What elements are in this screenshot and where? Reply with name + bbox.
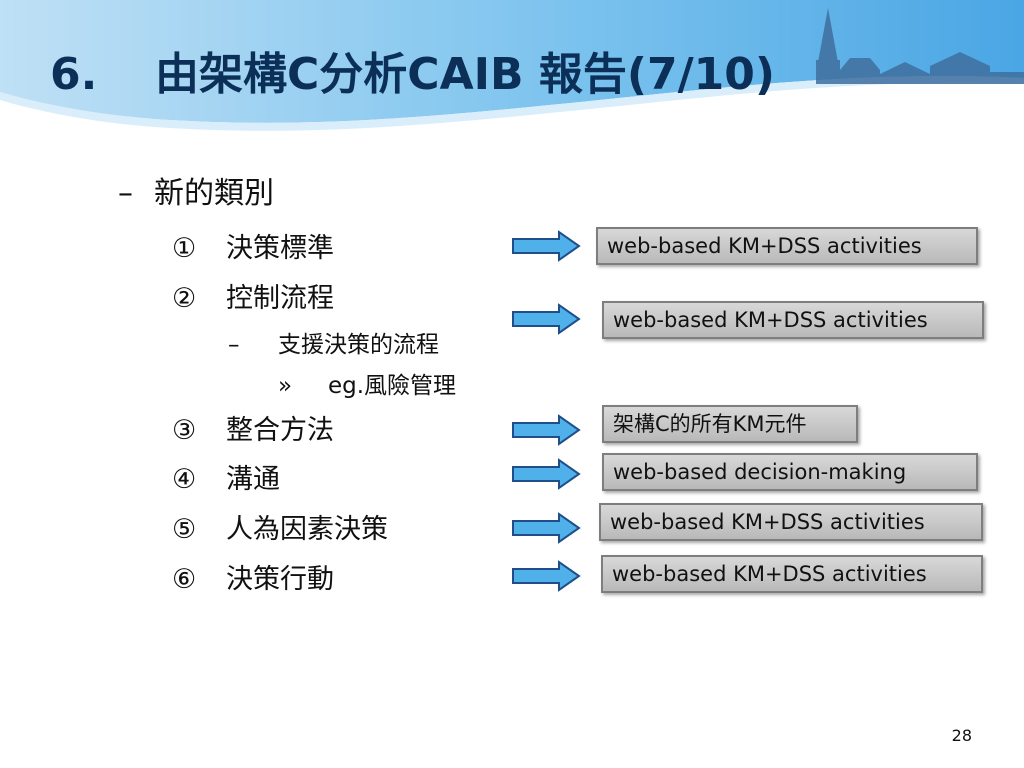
list-item: ⑤ 人為因素決策 xyxy=(172,507,388,546)
list-item: ② 控制流程 xyxy=(172,276,334,315)
section-heading: –新的類別 xyxy=(118,168,274,212)
circled-number-4: ④ xyxy=(172,464,197,495)
section-heading-text: 新的類別 xyxy=(154,176,274,211)
label-box: web-based KM+DSS activities xyxy=(596,227,978,265)
title-number: 6. xyxy=(50,49,98,100)
sub-sub-list-item: » eg.風險管理 xyxy=(278,366,456,400)
dash-marker: – xyxy=(228,332,240,358)
slide-title: 6. 由架構C分析CAIB 報告(7/10) xyxy=(50,38,775,102)
list-item: ⑥ 決策行動 xyxy=(172,557,334,596)
sub-list-item: – 支援決策的流程 xyxy=(228,325,439,359)
label-box: web-based KM+DSS activities xyxy=(601,555,983,593)
page-number: 28 xyxy=(951,726,972,745)
circled-number-2: ② xyxy=(172,283,197,314)
list-item: ③ 整合方法 xyxy=(172,408,334,447)
right-arrow-icon xyxy=(512,512,581,544)
church-silhouette-icon xyxy=(816,8,1024,84)
sub-list-item-text: 支援決策的流程 xyxy=(278,332,439,358)
sub-sub-list-item-text: eg.風險管理 xyxy=(328,373,457,399)
list-item-text: 決策行動 xyxy=(226,564,334,595)
right-arrow-icon xyxy=(512,560,581,592)
circled-number-1: ① xyxy=(172,233,197,264)
header-wave-graphic xyxy=(0,0,1024,140)
list-item-text: 溝通 xyxy=(226,464,280,495)
list-item: ④ 溝通 xyxy=(172,457,280,496)
circled-number-3: ③ xyxy=(172,415,197,446)
right-arrow-icon xyxy=(512,230,581,262)
list-item: ① 決策標準 xyxy=(172,226,334,265)
title-text: 由架構C分析CAIB 報告(7/10) xyxy=(155,49,775,100)
right-arrow-icon xyxy=(512,458,581,490)
list-item-text: 整合方法 xyxy=(226,415,334,446)
dash-marker: – xyxy=(118,176,133,211)
guillemet-marker: » xyxy=(278,373,293,399)
label-box: web-based KM+DSS activities xyxy=(599,503,983,541)
circled-number-6: ⑥ xyxy=(172,564,197,595)
label-box: 架構C的所有KM元件 xyxy=(602,405,858,443)
label-box: web-based decision-making xyxy=(602,453,978,491)
right-arrow-icon xyxy=(512,303,581,335)
list-item-text: 控制流程 xyxy=(226,283,334,314)
list-item-text: 決策標準 xyxy=(226,233,334,264)
label-box: web-based KM+DSS activities xyxy=(602,301,984,339)
right-arrow-icon xyxy=(512,414,581,446)
circled-number-5: ⑤ xyxy=(172,514,197,545)
list-item-text: 人為因素決策 xyxy=(226,514,388,545)
